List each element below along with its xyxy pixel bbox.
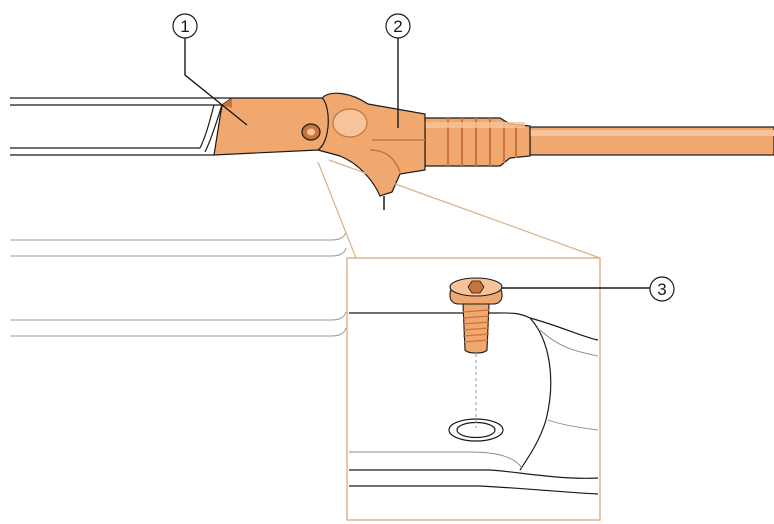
- callout-3: 3: [649, 276, 675, 302]
- cable-plug: [317, 92, 426, 210]
- callout-1: 1: [172, 13, 198, 39]
- connector-housing: [213, 97, 329, 156]
- component-body-outline: [10, 97, 232, 156]
- leader-lines: [184, 38, 650, 289]
- callout-1-label: 1: [180, 17, 189, 36]
- strain-relief: [424, 117, 531, 167]
- plug-recess: [332, 108, 368, 138]
- background-outlines: [10, 231, 347, 337]
- hex-socket: [467, 280, 485, 294]
- callout-2: 2: [385, 13, 411, 39]
- fastening-screw: [449, 277, 503, 354]
- callout-2-label: 2: [393, 17, 402, 36]
- detail-projection-lines: [317, 159, 601, 259]
- mounting-hole: [448, 418, 504, 442]
- callout-3-label: 3: [657, 280, 666, 299]
- detail-view-content: [349, 312, 599, 495]
